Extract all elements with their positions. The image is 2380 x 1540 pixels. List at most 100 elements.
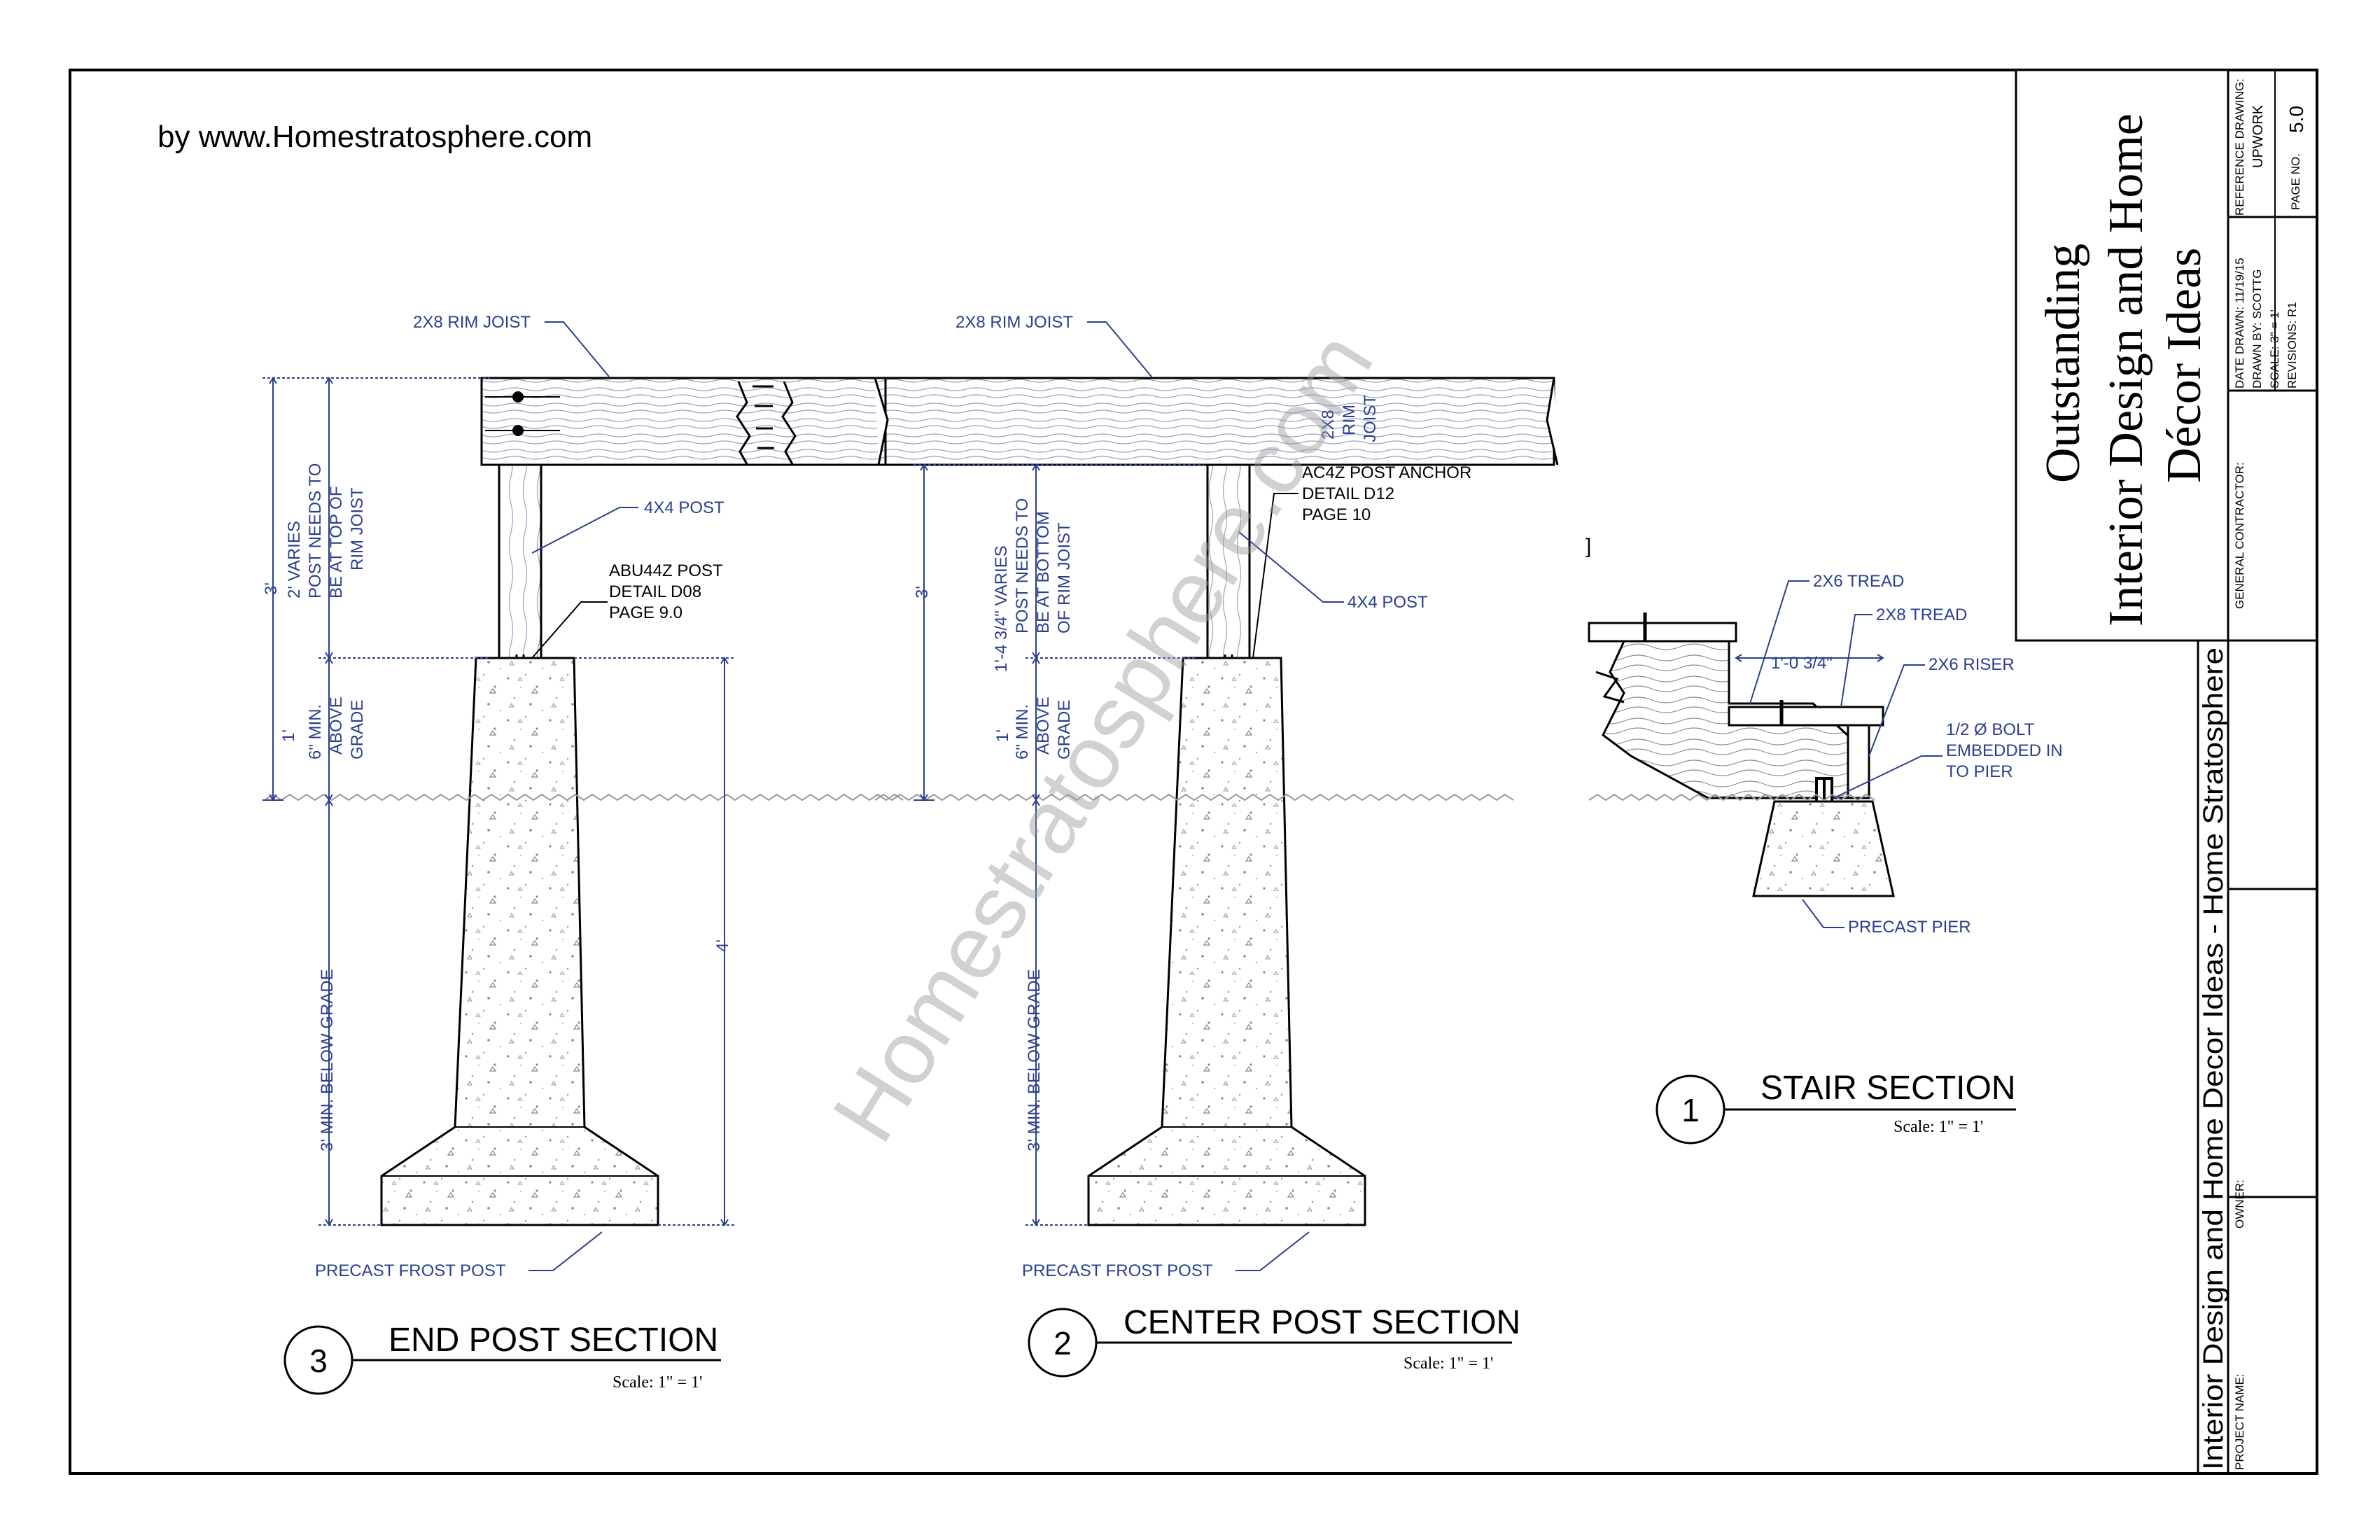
svg-text:BE AT TOP OF: BE AT TOP OF (327, 486, 346, 598)
svg-text:2X8: 2X8 (1319, 410, 1338, 440)
svg-text:Outstanding: Outstanding (2036, 244, 2090, 483)
svg-text:EMBEDDED IN: EMBEDDED IN (1946, 741, 2063, 760)
end-section-title: END POST SECTION (388, 1322, 718, 1359)
svg-text:2' VARIES: 2' VARIES (285, 521, 304, 598)
svg-text:TO PIER: TO PIER (1946, 762, 2013, 781)
end-label-frost-post: PRECAST FROST POST (315, 1261, 506, 1280)
center-frost-post (1087, 657, 1366, 1226)
stair-break-line (1595, 671, 1625, 704)
svg-text:Décor Ideas: Décor Ideas (2157, 248, 2211, 483)
svg-text:Interior Design and Home: Interior Design and Home (2099, 113, 2153, 626)
end-label-post: 4X4 POST (644, 498, 724, 517)
center-dim-below-grade: 3' MIN. BELOW GRADE (1025, 969, 1044, 1152)
center-section-number: 2 (1054, 1325, 1072, 1362)
reference-label: REFERENCE DRAWING: (2233, 78, 2246, 216)
end-frost-post (380, 657, 659, 1226)
svg-text:POST NEEDS TO: POST NEEDS TO (1013, 498, 1032, 634)
center-label-rim-joist: 2X8 RIM JOIST (955, 313, 1073, 332)
drawing-scale: SCALE: 3" = 1' (2268, 309, 2281, 388)
svg-text:PAGE 9.0: PAGE 9.0 (609, 603, 682, 622)
drawn-by: DRAWN BY: SCOTTG (2250, 270, 2264, 388)
svg-text:AC4Z POST ANCHOR: AC4Z POST ANCHOR (1302, 463, 1471, 482)
stair-label-riser: 2X6 RISER (1928, 655, 2015, 674)
center-rim-joist (884, 377, 1555, 466)
stair-section: ] 1'-0 3/4" 2X6 TREAD 2X8 TREAD 2X6 RI (1586, 535, 2063, 1144)
end-label-anchor: ABU44Z POST DETAIL D08 PAGE 9.0 (609, 561, 723, 622)
stair-2x6-riser (1847, 724, 1870, 799)
svg-text:1': 1' (279, 729, 298, 742)
stair-section-scale: Scale: 1" = 1' (1893, 1118, 1983, 1136)
center-section-scale: Scale: 1" = 1' (1404, 1354, 1493, 1373)
date-drawn: DATE DRAWN: 11/19/15 (2233, 258, 2246, 388)
stair-grade-line (1588, 793, 1875, 802)
svg-text:1/2 Ø BOLT: 1/2 Ø BOLT (1946, 720, 2035, 739)
end-rim-break (736, 381, 797, 465)
general-contractor-label: GENERAL CONTRACTOR: (2233, 462, 2246, 609)
stair-edge-mark: ] (1586, 535, 1591, 558)
center-grade-line (874, 793, 1514, 802)
svg-text:JOIST: JOIST (1361, 395, 1380, 442)
end-dimensions (262, 377, 735, 1226)
title-block-main (2015, 69, 2230, 642)
svg-text:PAGE 10: PAGE 10 (1302, 505, 1371, 524)
svg-text:1': 1' (993, 729, 1012, 742)
title-block: Outstanding Interior Design and Home Déc… (2015, 69, 2318, 1475)
page-no-value: 5.0 (2286, 106, 2307, 133)
drawing-title: Outstanding Interior Design and Home Déc… (2036, 113, 2211, 626)
svg-text:OF RIM JOIST: OF RIM JOIST (1055, 522, 1074, 634)
center-post-section: 2X8 RIM JOIST 3' 1'-4 3/4" VARIES (874, 313, 1559, 1378)
center-label-frost-post: PRECAST FROST POST (1022, 1261, 1213, 1280)
end-dim-overall: 3' (262, 582, 281, 595)
project-name-column (2197, 639, 2230, 1475)
svg-text:6" MIN.: 6" MIN. (306, 704, 325, 760)
stair-section-title: STAIR SECTION (1760, 1070, 2015, 1107)
svg-text:BE AT BOTTOM: BE AT BOTTOM (1034, 511, 1053, 634)
end-post-4x4 (498, 463, 542, 669)
credit-text: by www.Homestratosphere.com (158, 120, 592, 154)
svg-text:ABU44Z POST: ABU44Z POST (609, 561, 723, 580)
svg-text:RIM JOIST: RIM JOIST (348, 487, 367, 570)
svg-text:RIM: RIM (1340, 405, 1359, 435)
center-label-anchor: AC4Z POST ANCHOR DETAIL D12 PAGE 10 (1302, 463, 1471, 524)
reference-value: UPWORK (2250, 104, 2266, 168)
center-label-post: 4X4 POST (1348, 593, 1428, 612)
owner-label: OWNER: (2233, 1180, 2246, 1228)
svg-text:GRADE: GRADE (1055, 700, 1074, 760)
center-dim-above-grade: 1' 6" MIN. ABOVE GRADE (993, 696, 1074, 760)
center-section-title: CENTER POST SECTION (1124, 1304, 1520, 1341)
svg-text:POST NEEDS TO: POST NEEDS TO (306, 463, 325, 598)
stair-label-pier: PRECAST PIER (1848, 918, 1971, 937)
center-rim-tag: 2X8 RIM JOIST (1319, 395, 1380, 442)
project-name: Interior Design and Home Decor Ideas - H… (2198, 648, 2229, 1470)
stair-run-text: 1'-0 3/4" (1771, 654, 1833, 673)
end-dim-below-grade: 3' MIN. BELOW GRADE (318, 969, 337, 1152)
svg-text:1'-4 3/4" VARIES: 1'-4 3/4" VARIES (992, 545, 1011, 672)
end-dim-total: 4' (713, 939, 732, 952)
end-dim-vary: 2' VARIES POST NEEDS TO BE AT TOP OF RIM… (285, 463, 367, 598)
stair-top-tread (1588, 622, 1737, 643)
page-no-label: PAGE NO. (2289, 153, 2302, 210)
stair-section-number: 1 (1681, 1092, 1700, 1128)
end-grade-line (264, 793, 904, 802)
end-section-number: 3 (309, 1343, 328, 1379)
stair-label-2x6-tread: 2X6 TREAD (1813, 572, 1904, 591)
stair-precast-pier (1752, 800, 1895, 897)
end-dim-above-grade: 1' 6" MIN. ABOVE GRADE (279, 696, 367, 760)
svg-text:GRADE: GRADE (348, 700, 367, 760)
end-label-rim-joist: 2X8 RIM JOIST (413, 313, 531, 332)
center-dim-vary: 1'-4 3/4" VARIES POST NEEDS TO BE AT BOT… (992, 498, 1074, 672)
revisions: REVISIONS: R1 (2286, 302, 2299, 388)
stair-2x8-tread (1728, 706, 1884, 727)
svg-text:DETAIL D12: DETAIL D12 (1302, 484, 1394, 503)
center-dim-overall: 3' (913, 586, 932, 598)
svg-text:ABOVE: ABOVE (327, 696, 346, 755)
stair-run-dimension (1735, 654, 1884, 662)
project-name-label: PROJECT NAME: (2233, 1373, 2246, 1470)
center-dimensions (913, 463, 1204, 1226)
stair-label-bolt: 1/2 Ø BOLT EMBEDDED IN TO PIER (1946, 720, 2063, 781)
svg-text:6" MIN.: 6" MIN. (1013, 704, 1032, 760)
svg-text:ABOVE: ABOVE (1034, 696, 1053, 755)
end-section-scale: Scale: 1" = 1' (612, 1373, 702, 1392)
stair-label-2x8-tread: 2X8 TREAD (1876, 606, 1967, 624)
svg-text:DETAIL D08: DETAIL D08 (609, 582, 701, 601)
